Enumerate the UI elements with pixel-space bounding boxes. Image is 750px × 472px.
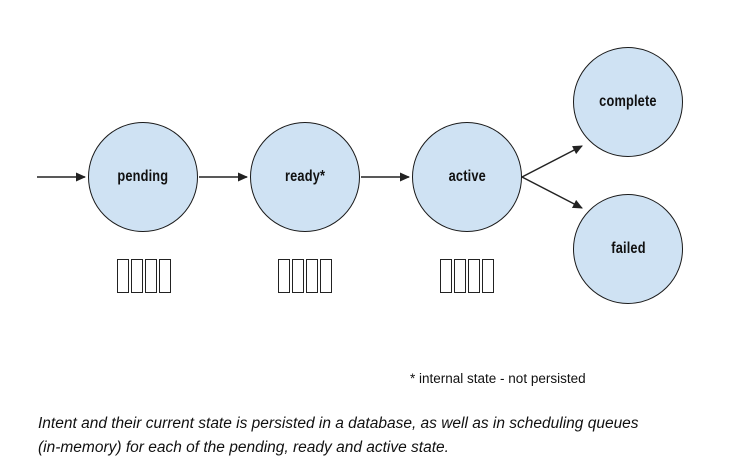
queue-icon-ready xyxy=(278,259,332,293)
queue-slot xyxy=(482,259,494,293)
state-failed: failed xyxy=(573,194,683,304)
caption-line-1: Intent and their current state is persis… xyxy=(38,415,639,432)
state-ready-label: ready* xyxy=(284,168,326,185)
state-failed-label: failed xyxy=(610,240,646,257)
state-pending: pending xyxy=(88,122,198,232)
state-complete-label: complete xyxy=(599,93,657,110)
footnote-internal-state: * internal state - not persisted xyxy=(410,371,586,386)
queue-slot xyxy=(454,259,466,293)
queue-slot xyxy=(131,259,143,293)
queue-slot xyxy=(440,259,452,293)
state-ready: ready* xyxy=(250,122,360,232)
queue-slot xyxy=(468,259,480,293)
queue-slot xyxy=(117,259,129,293)
state-active: active xyxy=(412,122,522,232)
queue-slot xyxy=(306,259,318,293)
queue-slot xyxy=(145,259,157,293)
queue-slot xyxy=(278,259,290,293)
state-complete: complete xyxy=(573,47,683,157)
arrow-active-to-complete xyxy=(521,145,583,178)
queue-slot xyxy=(292,259,304,293)
caption-line-2: (in-memory) for each of the pending, rea… xyxy=(38,439,449,456)
queue-slot xyxy=(159,259,171,293)
queue-slot xyxy=(320,259,332,293)
caption: Intent and their current state is persis… xyxy=(38,412,639,460)
state-pending-label: pending xyxy=(117,168,169,185)
queue-icon-pending xyxy=(117,259,171,293)
state-active-label: active xyxy=(448,168,486,185)
queue-icon-active xyxy=(440,259,494,293)
arrow-active-to-failed xyxy=(521,176,583,209)
